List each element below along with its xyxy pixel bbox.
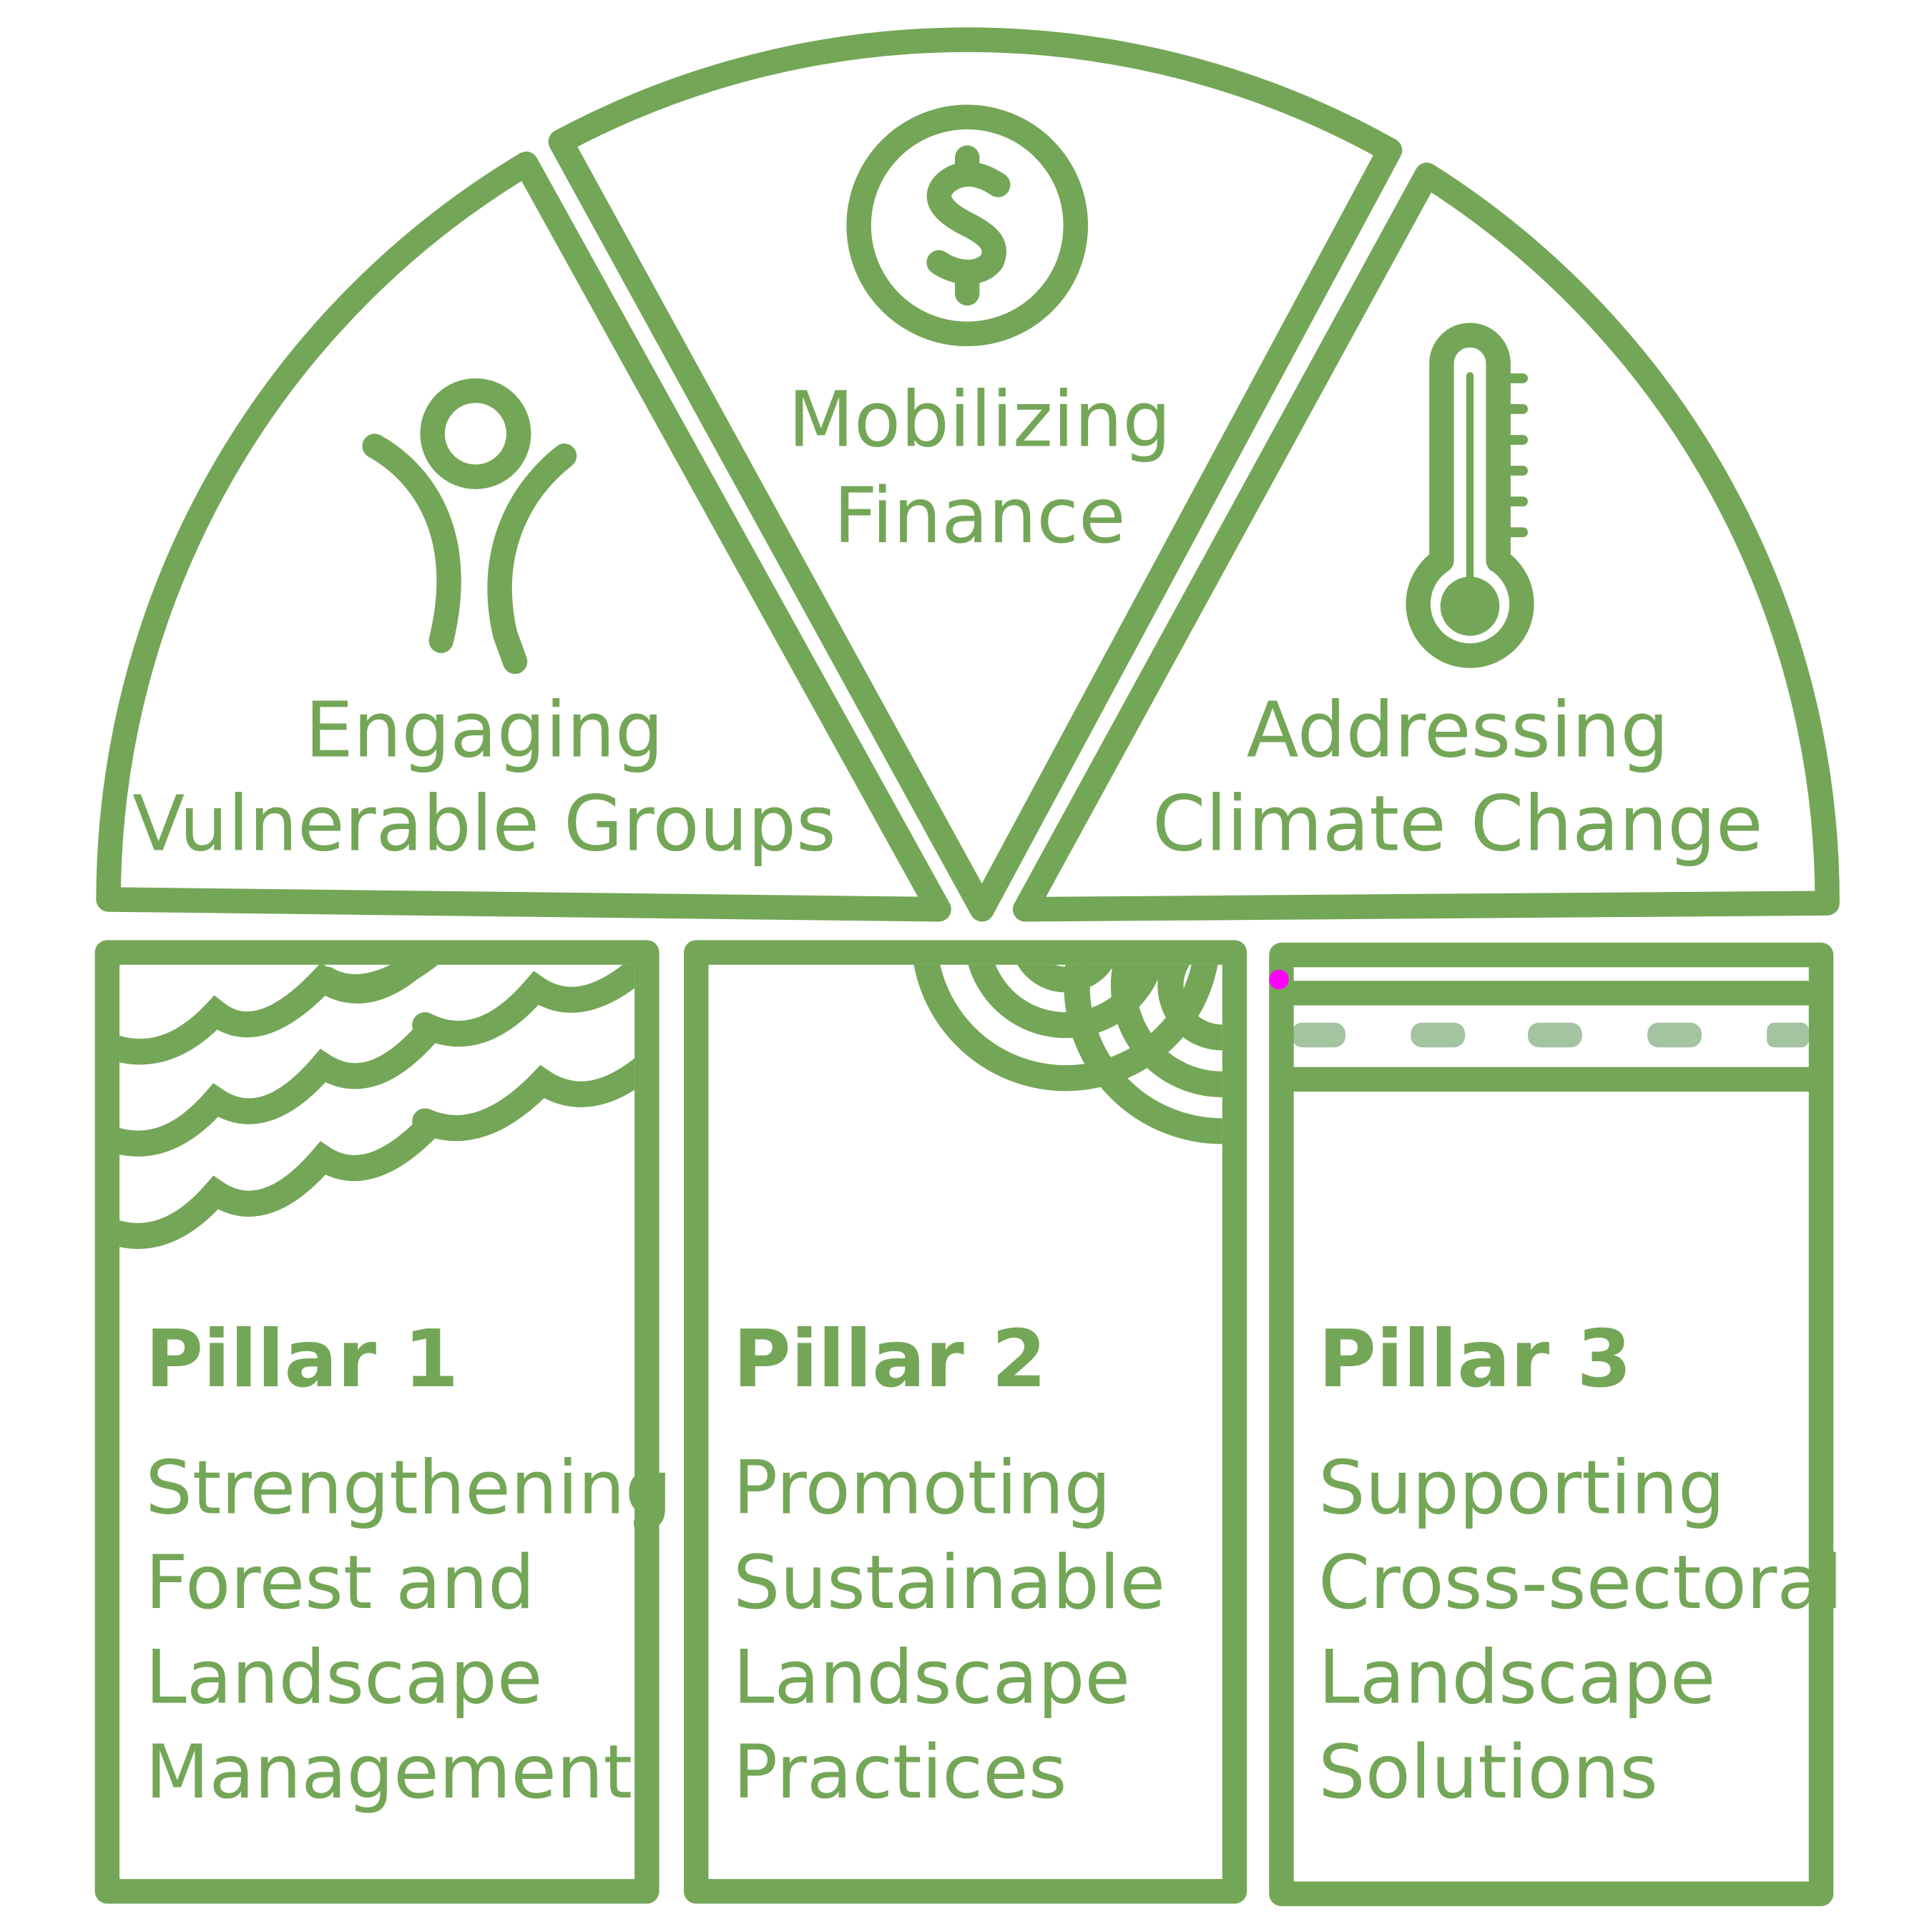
thermometer-icon: [1406, 323, 1534, 668]
arc-pattern: [913, 964, 1222, 1144]
pillar-2: Pillar 2 Promoting Sustainable Landscape…: [684, 940, 1247, 1904]
pillar-text-line: Sustainable: [733, 1540, 1165, 1626]
pillar-text-line: Forest and: [145, 1540, 534, 1626]
pillar-text-line: Supporting: [1318, 1445, 1725, 1531]
dollar-icon: [846, 104, 1089, 347]
pillar-title: Pillar 2: [733, 1313, 1046, 1405]
pillar-text-line: Solutions: [1318, 1730, 1658, 1815]
pillar-text-line: Landscape: [145, 1635, 542, 1721]
pillar-text-line: Practices: [733, 1730, 1067, 1815]
roof-label-line: Climate Change: [1152, 780, 1763, 869]
roof-label-line: Vulnerable Groups: [132, 780, 836, 869]
roof-label-line: Finance: [833, 472, 1126, 561]
roof-segment-right: [1012, 162, 1840, 922]
pillar-text-line: Strengthening: [145, 1445, 672, 1531]
wave-pattern: [119, 964, 635, 1250]
roof-segment-middle: [548, 27, 1403, 922]
roof-segment-left: [96, 151, 951, 922]
pillar-title: Pillar 3: [1318, 1313, 1632, 1405]
road-dashes: [1291, 1022, 1809, 1048]
road-band-top: [1281, 981, 1821, 1006]
pillar-title: Pillar 1: [145, 1313, 459, 1405]
pillar-text-line: Cross-sectoral: [1318, 1540, 1843, 1626]
pillar-text-line: Landscape: [1318, 1635, 1715, 1721]
pillar-3: Pillar 3 Supporting Cross-sectoral Lands…: [1269, 942, 1843, 1906]
pillar-text-line: Landscape: [733, 1635, 1130, 1721]
roof-label-line: Engaging: [305, 687, 663, 775]
pillar-text-line: Management: [145, 1730, 632, 1815]
road-band-bottom: [1281, 1066, 1821, 1092]
roof-label-line: Mobilizing: [788, 376, 1171, 465]
pillar-1: Pillar 1 Strengthening Forest and Landsc…: [94, 940, 672, 1904]
person-icon: [362, 378, 577, 675]
roof-label-line: Addressing: [1247, 687, 1669, 775]
pillar-text-line: Promoting: [733, 1445, 1111, 1531]
marker-dot: [1269, 969, 1289, 990]
